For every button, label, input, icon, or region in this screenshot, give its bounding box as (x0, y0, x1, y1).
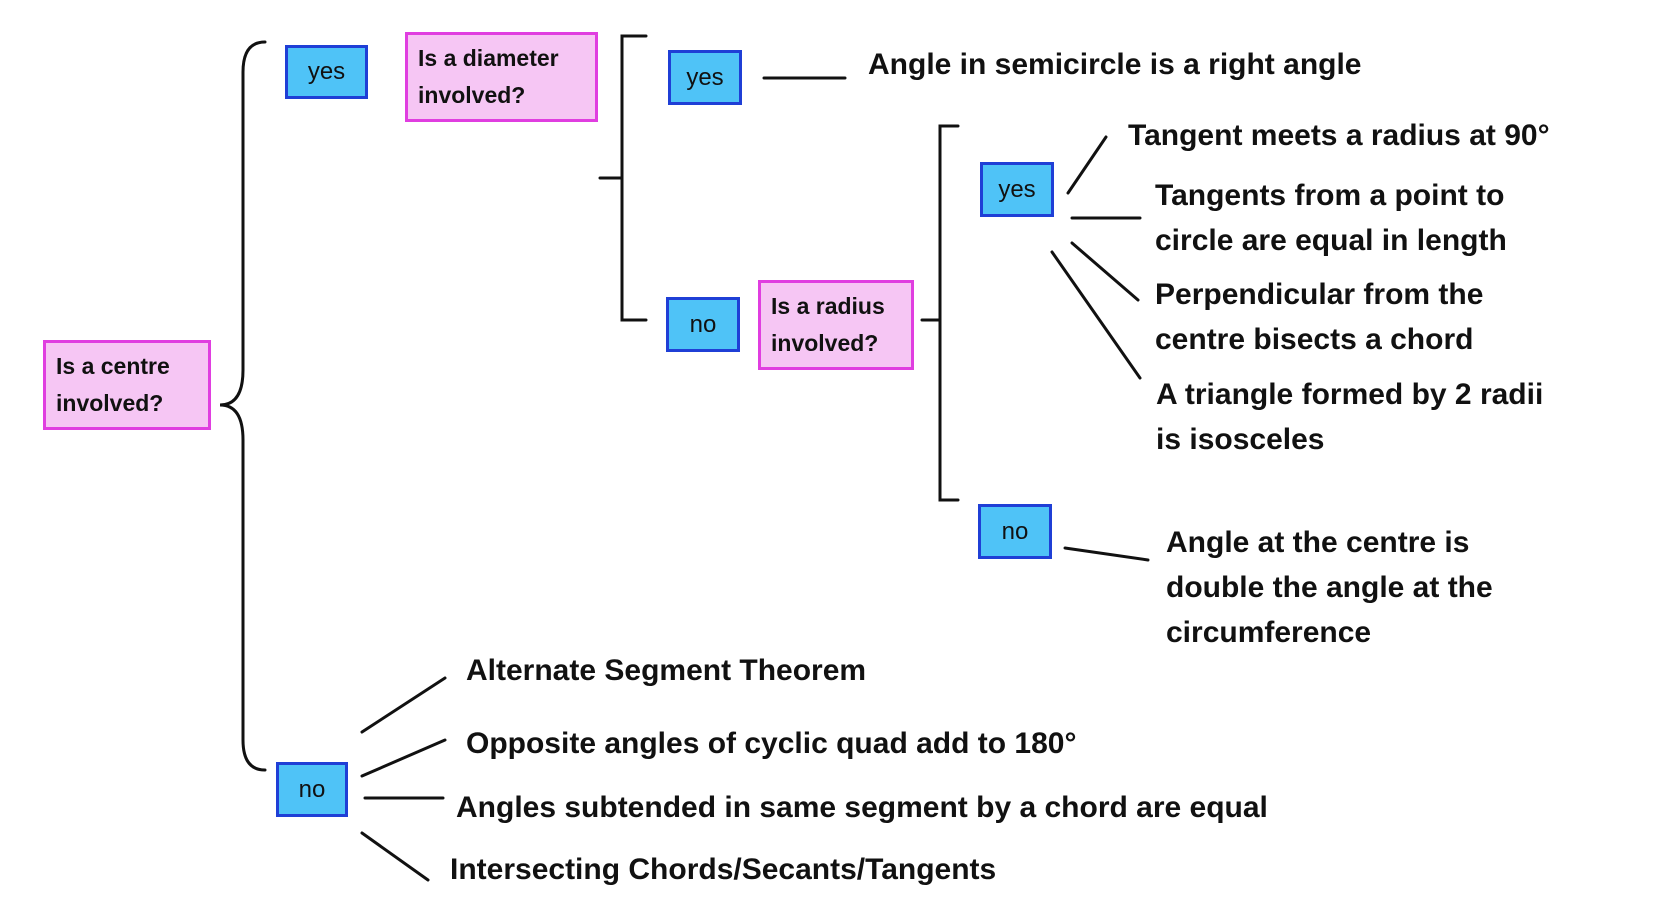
question-radius: Is a radius involved? (758, 280, 914, 370)
question-centre-line2: involved? (56, 390, 164, 416)
result-tangents-equal: Tangents from a point to circle are equa… (1155, 173, 1507, 263)
result-tangents-equal-line2: circle are equal in length (1155, 224, 1507, 257)
question-diameter: Is a diameter involved? (405, 32, 598, 122)
question-radius-line1: Is a radius (771, 293, 885, 319)
answer-diameter-no: no (666, 297, 740, 352)
result-isosceles: A triangle formed by 2 radii is isoscele… (1156, 372, 1543, 462)
result-isosceles-line2: is isosceles (1156, 423, 1325, 456)
tangent-radius-line (1066, 135, 1108, 195)
answer-diameter-yes: yes (668, 50, 742, 105)
question-centre: Is a centre involved? (43, 340, 211, 430)
isosceles-line (1050, 250, 1142, 380)
question-centre-line1: Is a centre (56, 353, 170, 379)
result-isosceles-line1: A triangle formed by 2 radii (1156, 378, 1544, 411)
result-angle-centre-line1: Angle at the centre is (1166, 526, 1470, 559)
result-perpendicular: Perpendicular from the centre bisects a … (1155, 272, 1483, 362)
answer-centre-yes: yes (285, 45, 368, 99)
answer-radius-yes: yes (980, 162, 1054, 217)
result-angle-centre: Angle at the centre is double the angle … (1166, 520, 1493, 655)
result-same-segment: Angles subtended in same segment by a ch… (456, 791, 1268, 824)
question-radius-line2: involved? (771, 330, 879, 356)
result-alternate-segment: Alternate Segment Theorem (466, 654, 867, 687)
result-tangents-equal-line1: Tangents from a point to (1155, 179, 1505, 212)
result-cyclic-quad: Opposite angles of cyclic quad add to 18… (466, 727, 1077, 760)
result-tangent-radius: Tangent meets a radius at 90° (1128, 119, 1550, 152)
intersecting-line (360, 831, 430, 882)
question-diameter-line1: Is a diameter (418, 45, 559, 71)
result-perpendicular-line1: Perpendicular from the (1155, 278, 1484, 311)
cyclic-quad-line (360, 738, 447, 778)
centre-brace (219, 40, 267, 772)
alternate-segment-line (360, 676, 447, 734)
answer-centre-no: no (276, 762, 348, 817)
result-intersecting: Intersecting Chords/Secants/Tangents (450, 853, 997, 886)
radius-bracket (920, 124, 960, 502)
angle-centre-line (1063, 546, 1150, 562)
answer-radius-no: no (978, 504, 1052, 559)
diameter-bracket (598, 34, 648, 322)
result-perpendicular-line2: centre bisects a chord (1155, 323, 1474, 356)
question-diameter-line2: involved? (418, 82, 526, 108)
perpendicular-line (1070, 241, 1140, 302)
result-angle-centre-line3: circumference (1166, 616, 1372, 649)
result-angle-centre-line2: double the angle at the (1166, 571, 1493, 604)
result-semicircle: Angle in semicircle is a right angle (868, 48, 1362, 81)
